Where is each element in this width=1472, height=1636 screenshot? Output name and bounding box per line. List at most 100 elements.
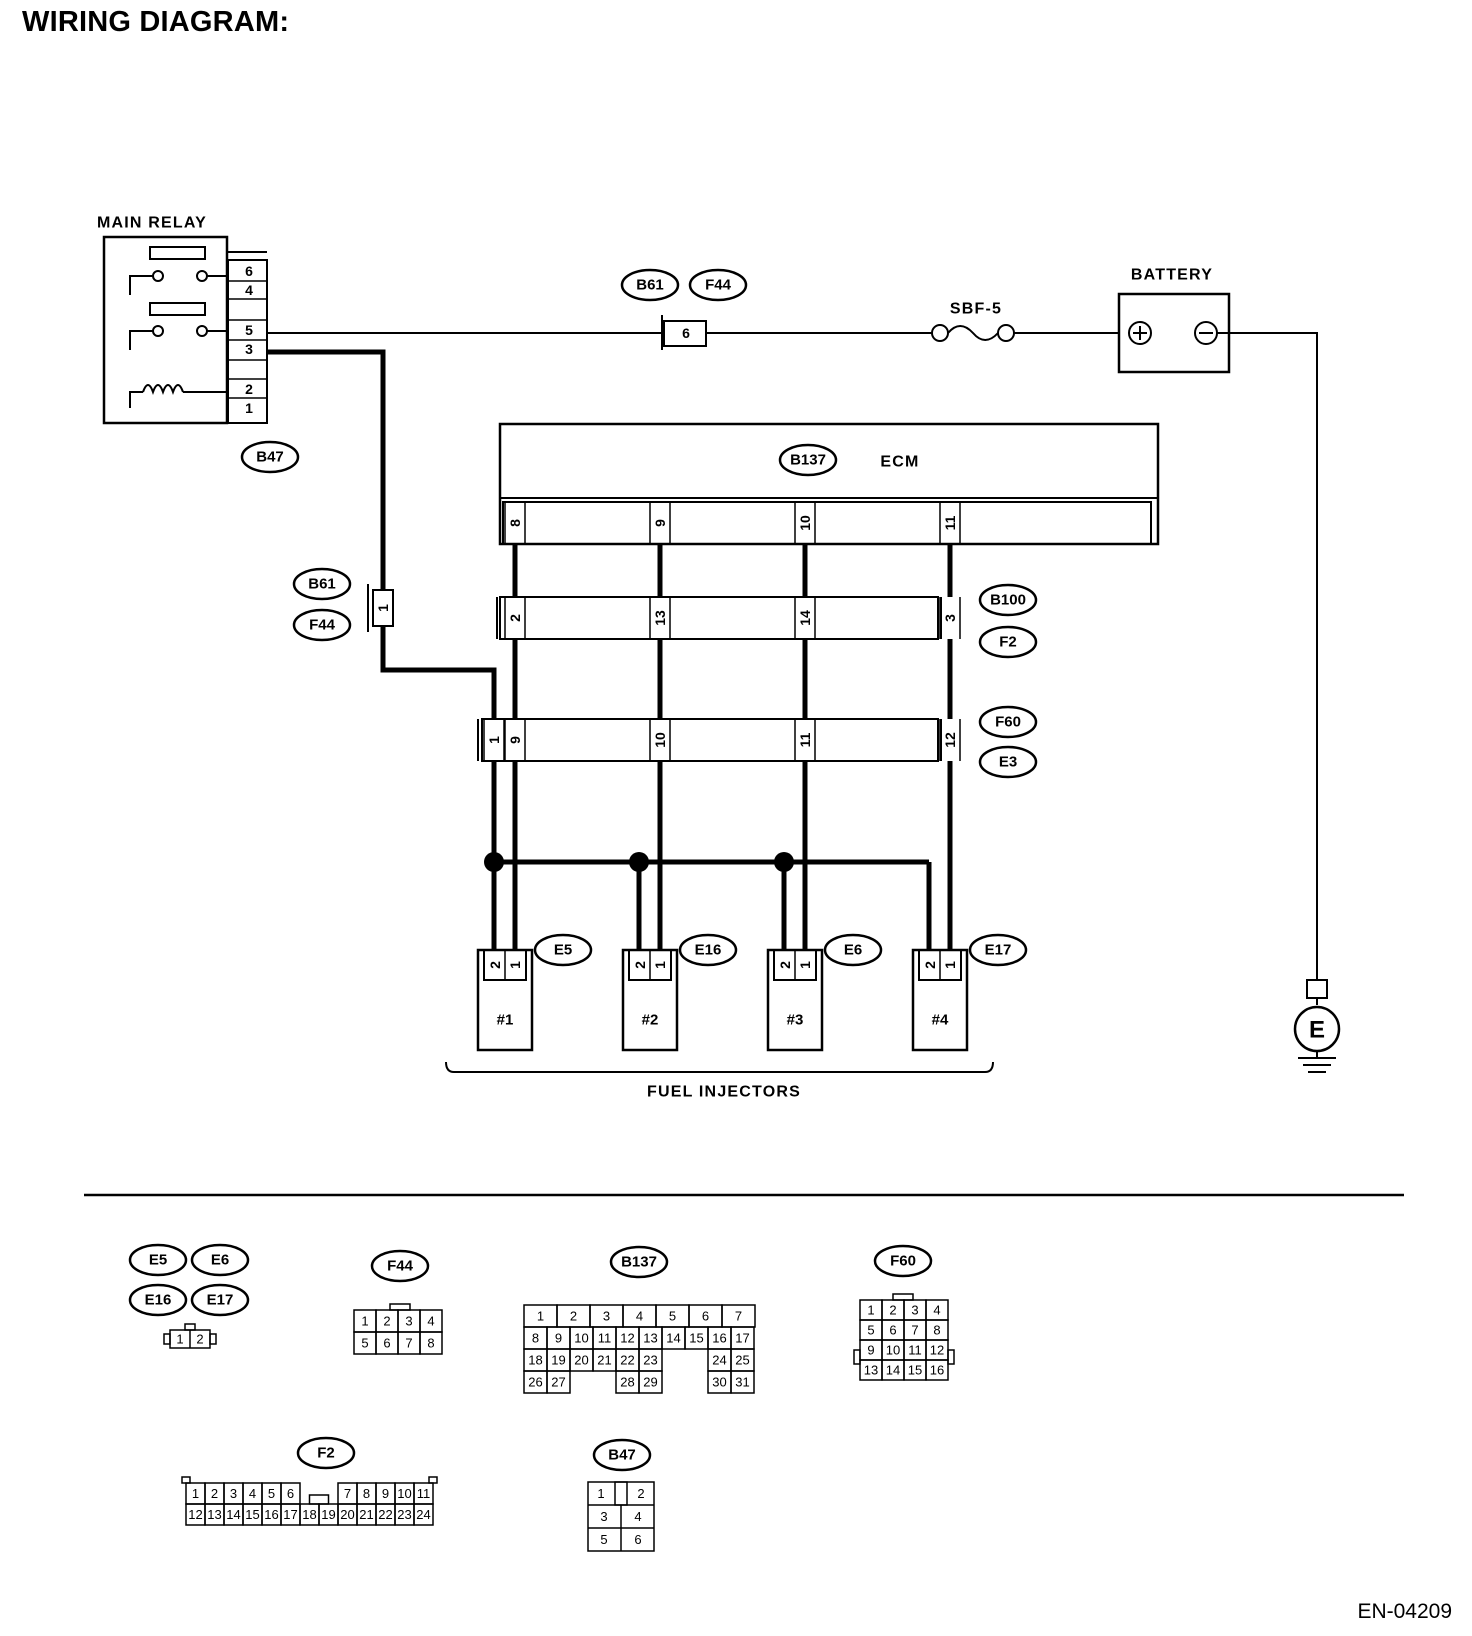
relay-pin-4: 4 [245, 282, 253, 298]
injector-3-label: #3 [787, 1012, 804, 1029]
legend-f2-pin-15: 15 [245, 1507, 259, 1522]
legend-b137-pin-8: 8 [532, 1331, 539, 1346]
legend-b137-cell [730, 1370, 755, 1394]
legend-f44-pin-2: 2 [383, 1314, 390, 1329]
tag-injector-2: E16 [695, 942, 722, 959]
legend-tag-f60: F60 [890, 1253, 916, 1270]
legend-b137-pin-20: 20 [574, 1353, 588, 1368]
main-relay-pin-strip [227, 259, 268, 424]
battery-label: BATTERY [1131, 267, 1213, 284]
connector-b100-body [499, 596, 939, 640]
legend-tag-e16-outline [128, 1283, 188, 1317]
tag-b137: B137 [790, 452, 826, 469]
injector-1-label: #1 [497, 1012, 514, 1029]
connector-latch [947, 1349, 955, 1365]
legend-f44-pin-6: 6 [383, 1336, 390, 1351]
legend-f60-pin-14: 14 [886, 1363, 900, 1378]
relay-pin-5: 5 [245, 322, 253, 338]
ecm-pin-strip [502, 501, 1152, 545]
legend-b137-pin-26: 26 [528, 1375, 542, 1390]
legend-f60-pin-6: 6 [889, 1323, 896, 1338]
legend-b47-pin-3: 3 [600, 1509, 607, 1524]
legend-f44-pin-1: 1 [361, 1314, 368, 1329]
legend-tag-f2-outline [296, 1436, 356, 1470]
legend-f60-pin-7: 7 [911, 1323, 918, 1338]
relay-contact [152, 270, 164, 282]
tag-b47-outline [240, 440, 300, 474]
legend-f60-pin-8: 8 [933, 1323, 940, 1338]
legend-b137-pin-29: 29 [643, 1375, 657, 1390]
legend-tag-e5-outline [128, 1243, 188, 1277]
tag-injector-3: E6 [844, 942, 862, 959]
injector-bracket [445, 1061, 994, 1073]
legend-f60-pin-1: 1 [867, 1303, 874, 1318]
tag-f2: F2 [999, 634, 1017, 651]
ecm-pin-10: 10 [797, 515, 813, 531]
legend-f2-pin-19: 19 [321, 1507, 335, 1522]
legend-f2-pin-2: 2 [211, 1486, 218, 1501]
relay-contact [152, 325, 164, 337]
legend-f2-pin-10: 10 [397, 1486, 411, 1501]
legend-f2-pin-1: 1 [192, 1486, 199, 1501]
legend-tag-b47-outline [592, 1438, 652, 1472]
tag-injector-4-outline [968, 933, 1028, 967]
f60-pin-12: 12 [942, 732, 958, 748]
main-relay-label: MAIN RELAY [97, 215, 207, 232]
relay-switch-wire [129, 330, 153, 350]
b100-pin-13: 13 [652, 610, 668, 626]
connector-latch [163, 1333, 171, 1345]
legend-tag-b47: B47 [608, 1447, 636, 1464]
legend-b137-cell [546, 1370, 571, 1394]
legend-b137-pin-22: 22 [620, 1353, 634, 1368]
injector-pin: 2 [777, 961, 793, 969]
wire-relay-pin3 [267, 349, 386, 590]
ground-label: E [1309, 1017, 1325, 1044]
legend-e5-pin-2: 2 [196, 1332, 203, 1347]
ecm-pin-8: 8 [507, 519, 523, 527]
legend-b137-pin-7: 7 [735, 1309, 742, 1324]
legend-b137-pin-27: 27 [551, 1375, 565, 1390]
relay-contact [196, 270, 208, 282]
legend-b47-pin-4: 4 [634, 1509, 641, 1524]
tag-f44-side: F44 [309, 617, 336, 634]
legend-tag-f60-outline [873, 1244, 933, 1278]
legend-tag-b137-outline [609, 1245, 669, 1279]
relay-pin-6: 6 [245, 263, 253, 279]
connector-latch [308, 1494, 330, 1505]
legend-b137-cell [638, 1370, 663, 1394]
legend-f2-pin-8: 8 [363, 1486, 370, 1501]
ecm-body [498, 422, 1160, 546]
legend-b137-pin-19: 19 [551, 1353, 565, 1368]
legend-f2-pin-22: 22 [378, 1507, 392, 1522]
legend-b137-pin-5: 5 [669, 1309, 676, 1324]
legend-b47-pin-2: 2 [637, 1486, 644, 1501]
legend-f60-pin-12: 12 [930, 1343, 944, 1358]
legend-f2-pin-17: 17 [283, 1507, 297, 1522]
legend-tag-e16: E16 [145, 1292, 172, 1309]
relay-pin-1: 1 [245, 400, 253, 416]
inline-pin-side: 1 [375, 604, 391, 612]
ecm-label: ECM [880, 454, 919, 471]
connector-latch [614, 1481, 628, 1506]
legend-tag-e17-outline [190, 1283, 250, 1317]
injector-pin: 1 [942, 961, 958, 969]
legend-f60-pin-3: 3 [911, 1303, 918, 1318]
legend-b137-pin-31: 31 [735, 1375, 749, 1390]
fuel-injectors-label: FUEL INJECTORS [647, 1084, 801, 1101]
tag-b61-top-outline [620, 268, 680, 302]
legend-b137-pin-23: 23 [643, 1353, 657, 1368]
legend-b47-pin-1: 1 [597, 1486, 604, 1501]
legend-e5-pin-1: 1 [176, 1332, 183, 1347]
legend-b137-pin-11: 11 [598, 1331, 612, 1346]
f60-pin-1: 1 [486, 736, 502, 744]
injector-pin: 1 [652, 961, 668, 969]
connector-f60-body [481, 718, 939, 762]
legend-b137-pin-15: 15 [689, 1331, 703, 1346]
relay-pin-2: 2 [245, 381, 253, 397]
legend-f2-pin-9: 9 [382, 1486, 389, 1501]
tag-f60-outline [978, 705, 1038, 739]
legend-b137-pin-21: 21 [597, 1353, 611, 1368]
connector-latch [428, 1476, 438, 1484]
tag-b137-outline [778, 443, 838, 477]
legend-f2-pin-24: 24 [416, 1507, 430, 1522]
